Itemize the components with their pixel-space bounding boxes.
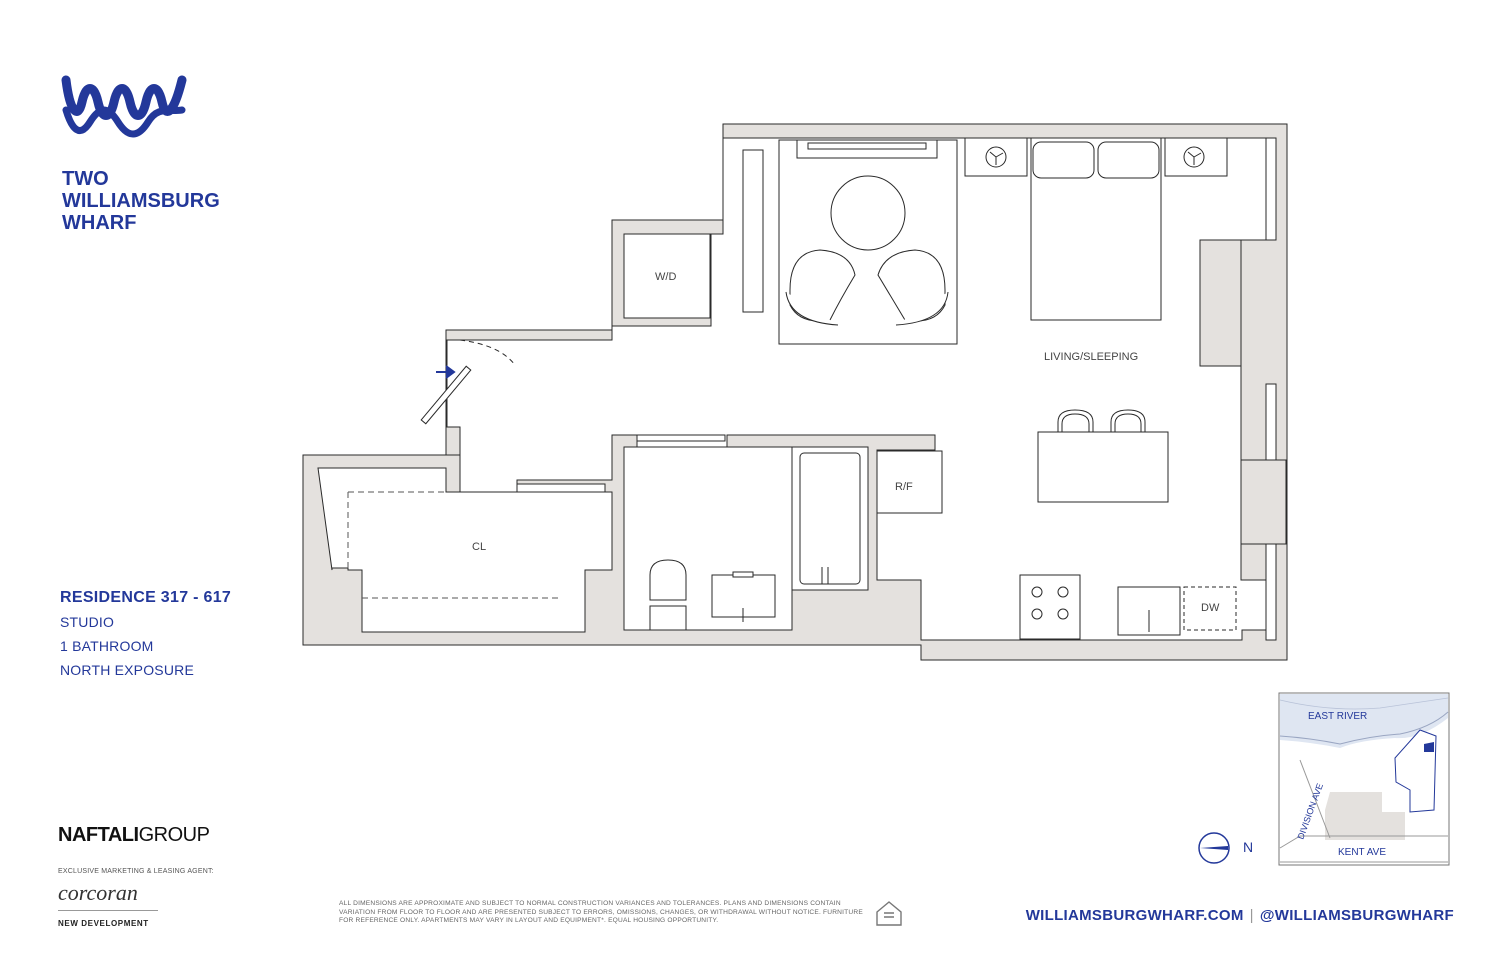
key-map: EAST RIVER DIVISION AVE KENT AVE: [1278, 692, 1450, 866]
residence-title: RESIDENCE 317 - 617: [60, 589, 232, 606]
windows: [1199, 137, 1287, 641]
room-label-living: LIVING/SLEEPING: [1044, 351, 1138, 363]
legal-disclaimer: ALL DIMENSIONS ARE APPROXIMATE AND SUBJE…: [339, 900, 863, 925]
logo-mark: [61, 75, 187, 138]
room-label-rf: R/F: [895, 481, 913, 493]
brand-line: WHARF: [62, 212, 137, 234]
entry-arrow-icon: [436, 365, 456, 379]
agent-logo: corcoran: [58, 880, 138, 905]
room-label-dw: DW: [1201, 602, 1220, 614]
website-link[interactable]: WILLIAMSBURGWHARF.COM: [1025, 907, 1244, 924]
lamp-icon: [985, 146, 1205, 168]
brand-line: WILLIAMSBURG: [62, 190, 220, 212]
agent-label: EXCLUSIVE MARKETING & LEASING AGENT:: [58, 868, 214, 875]
room-label-wd: W/D: [655, 271, 676, 283]
brand-wordmark: TWO WILLIAMSBURG WHARF: [62, 168, 220, 234]
developer-name-bold: NAFTALI: [58, 824, 139, 846]
brand-line: TWO: [62, 168, 109, 190]
room-label-cl: CL: [472, 541, 486, 553]
divider: [58, 910, 158, 911]
exposure: NORTH EXPOSURE: [60, 662, 195, 678]
compass-north-label: N: [1243, 839, 1254, 855]
map-label-kent: KENT AVE: [1338, 847, 1386, 858]
map-label-river: EAST RIVER: [1308, 711, 1367, 722]
entry-door: [420, 339, 516, 425]
separator: |: [1249, 907, 1254, 924]
agent-division: NEW DEVELOPMENT: [58, 919, 149, 928]
unit-type: STUDIO: [60, 614, 115, 630]
bathroom-count: 1 BATHROOM: [60, 638, 154, 654]
developer-logo: NAFTALIGROUP: [58, 824, 210, 847]
compass-icon: [1198, 832, 1230, 864]
footer-links: WILLIAMSBURGWHARF.COM | @WILLIAMSBURGWHARF: [1026, 907, 1454, 924]
social-handle-link[interactable]: @WILLIAMSBURGWHARF: [1259, 907, 1454, 924]
equal-housing-icon: [876, 901, 902, 926]
developer-name-light: GROUP: [138, 824, 210, 846]
residence-info: RESIDENCE 317 - 617 STUDIO 1 BATHROOM NO…: [60, 589, 231, 686]
